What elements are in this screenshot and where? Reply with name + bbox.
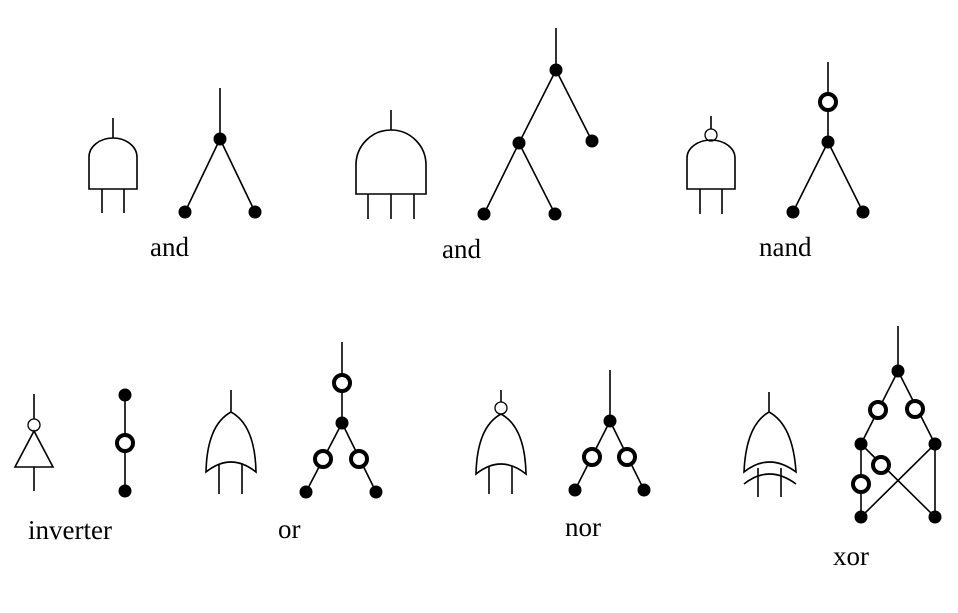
xor-label: xor bbox=[833, 541, 869, 571]
and2-gate-symbol bbox=[88, 118, 138, 213]
nand-inverting-node bbox=[818, 92, 838, 112]
inverter-graph bbox=[115, 388, 135, 498]
nor-label: nor bbox=[565, 512, 601, 542]
inverter-output-node bbox=[118, 388, 132, 402]
and2-input-node bbox=[178, 205, 192, 219]
xor-graph bbox=[851, 326, 942, 524]
and2-input-node bbox=[248, 205, 262, 219]
nand-label: nand bbox=[759, 232, 812, 262]
inverter-gate-symbol bbox=[13, 394, 55, 491]
inverter-input-node bbox=[118, 484, 132, 498]
nand-gate-symbol bbox=[686, 116, 736, 214]
and3-inner-node bbox=[512, 136, 526, 150]
and2-output-node bbox=[213, 132, 227, 146]
xor-inverting-node bbox=[871, 455, 891, 475]
xor-input-node bbox=[928, 510, 942, 524]
xor-output-node bbox=[891, 364, 905, 378]
or-inverting-node bbox=[332, 373, 352, 393]
nor-negation-bubble bbox=[494, 401, 508, 415]
xor-input-node bbox=[854, 510, 868, 524]
xor-inverting-node bbox=[905, 399, 925, 419]
or-graph bbox=[299, 342, 383, 499]
nand-output-node bbox=[821, 135, 835, 149]
and3-input-node bbox=[548, 207, 562, 221]
and3-output-node bbox=[549, 63, 563, 77]
xor-inner-node bbox=[854, 437, 868, 451]
nor-gate-symbol bbox=[475, 390, 527, 494]
xor-inner-node bbox=[928, 437, 942, 451]
and3-input-node bbox=[477, 207, 491, 221]
and3-gate-symbol bbox=[355, 110, 427, 219]
or-label: or bbox=[278, 514, 301, 544]
nor-inverting-node bbox=[617, 447, 637, 467]
nor-graph bbox=[568, 370, 651, 497]
nor-input-node bbox=[637, 483, 651, 497]
nand-input-node bbox=[856, 205, 870, 219]
or-inverting-node bbox=[313, 449, 333, 469]
or-input-node bbox=[299, 485, 313, 499]
nor-input-node bbox=[568, 483, 582, 497]
nor-inverting-node bbox=[582, 447, 602, 467]
and3-input-node bbox=[585, 134, 599, 148]
xor-inverting-node bbox=[868, 400, 888, 420]
inverter-negation-bubble bbox=[27, 418, 41, 432]
and3-graph bbox=[477, 28, 599, 221]
and2-graph bbox=[178, 88, 262, 219]
nor-output-node bbox=[603, 414, 617, 428]
and3-label: and bbox=[442, 234, 481, 264]
inverter-label: inverter bbox=[28, 515, 112, 545]
or-gate-symbol bbox=[205, 390, 257, 494]
inverter-inverting-node bbox=[115, 433, 135, 453]
xor-gate-symbol bbox=[743, 392, 797, 497]
or-input-node bbox=[369, 485, 383, 499]
nand-negation-bubble bbox=[704, 128, 718, 142]
nand-input-node bbox=[786, 205, 800, 219]
and2-label: and bbox=[150, 232, 189, 262]
or-output-node bbox=[335, 416, 349, 430]
xor-inverting-node bbox=[851, 474, 871, 494]
nand-graph bbox=[786, 62, 870, 219]
or-inverting-node bbox=[349, 449, 369, 469]
